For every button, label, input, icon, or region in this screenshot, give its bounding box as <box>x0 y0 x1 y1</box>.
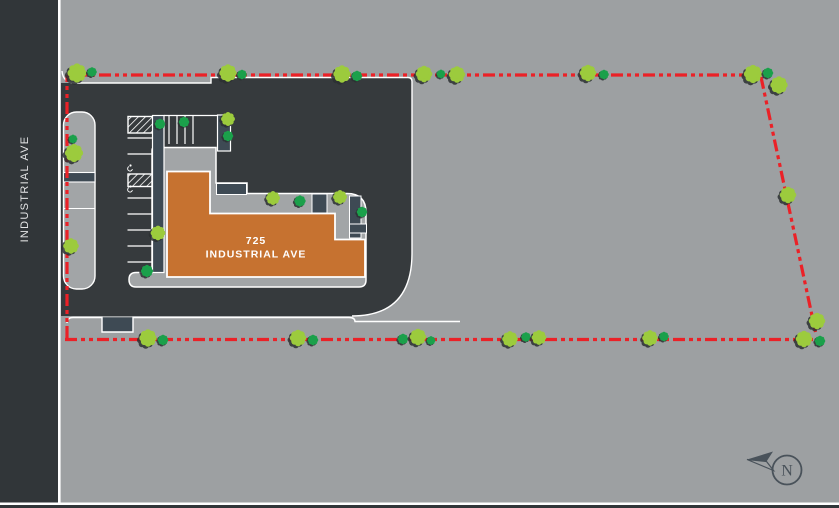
compass-needle-filled <box>747 451 773 462</box>
property-boundary <box>65 73 821 342</box>
accessible-aisle-hatch-top <box>127 115 154 134</box>
driveway-apron <box>102 317 133 332</box>
north-arrow-compass-icon: N <box>746 451 803 486</box>
entry-plaza <box>311 193 328 214</box>
road-curb-line <box>58 0 61 503</box>
accessible-parking-icon <box>127 164 133 172</box>
bottom-curb-line <box>0 502 839 505</box>
accessible-aisle-hatch-bottom <box>127 173 154 188</box>
east-courtyard-arm <box>349 223 367 234</box>
parking-stall-lines <box>127 137 152 263</box>
building-street: INDUSTRIAL AVE <box>206 249 307 261</box>
entry-step <box>216 183 247 195</box>
property-line-east <box>759 76 818 333</box>
building-number: 725 <box>246 235 267 247</box>
parking-island-walk <box>62 171 96 183</box>
west-walkway <box>151 114 165 274</box>
building-address-label: 725 INDUSTRIAL AVE <box>206 235 307 261</box>
compass-north-label: N <box>781 463 793 480</box>
industrial-ave-road <box>0 0 58 503</box>
building-footprint <box>166 170 366 278</box>
bottom-road-strip <box>0 505 839 508</box>
compass-needle-outline <box>746 458 776 472</box>
accessible-parking-icon <box>127 185 133 193</box>
bike-rack-lines <box>164 114 218 144</box>
road-label: INDUSTRIAL AVE <box>19 136 31 243</box>
